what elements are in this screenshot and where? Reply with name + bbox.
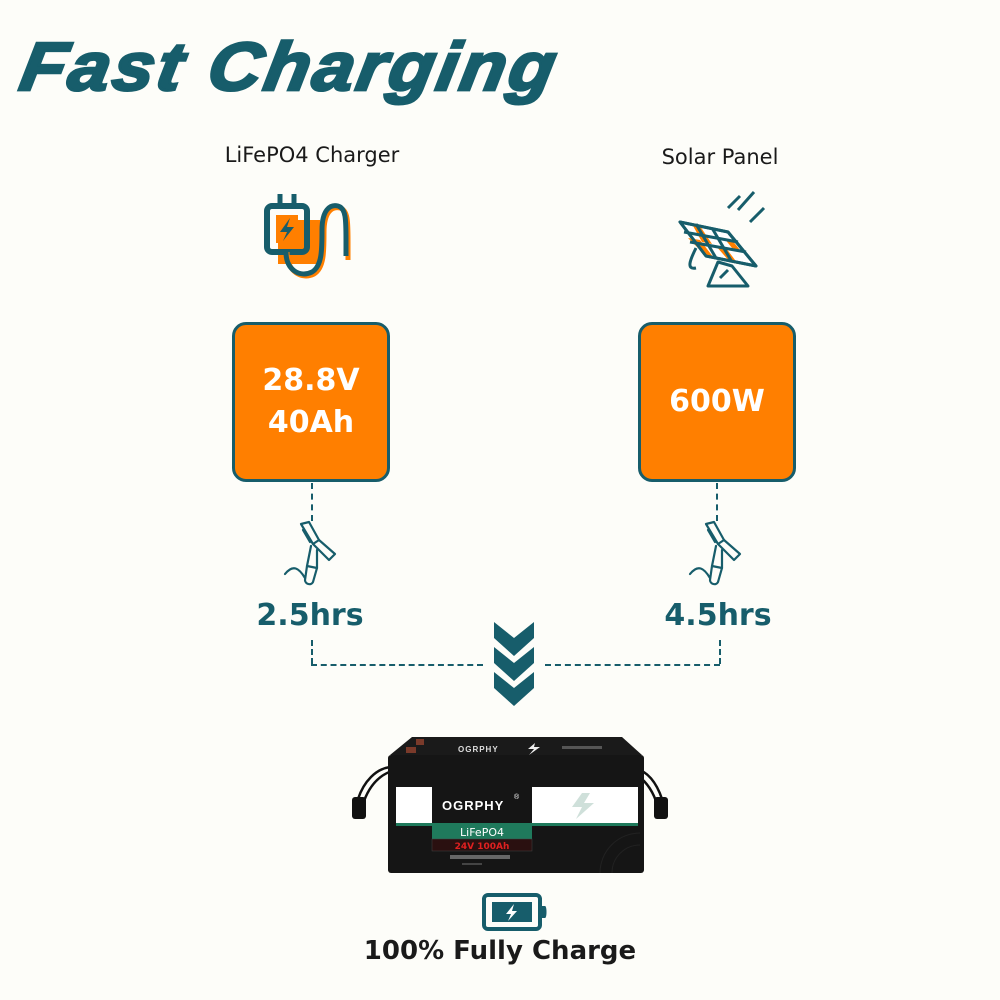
battery-rating: 24V 100Ah: [455, 842, 510, 852]
fully-charged-label: 100% Fully Charge: [363, 936, 637, 966]
charger-voltage: 28.8V: [262, 363, 360, 398]
merge-line-left-v: [311, 640, 313, 664]
solar-panel-icon: [668, 190, 768, 290]
battery-brand: OGRPHY: [442, 798, 504, 813]
battery-registered: ®: [514, 793, 520, 801]
clamp-icon: [688, 520, 748, 590]
merge-line-left-h: [311, 664, 483, 666]
solar-charge-time: 4.5hrs: [664, 598, 772, 633]
connector-line: [311, 483, 313, 521]
merge-line-right-h: [545, 664, 720, 666]
battery-chemistry: LiFePO4: [460, 826, 504, 839]
solar-label: Solar Panel: [661, 145, 779, 169]
battery-charging-icon: [482, 893, 550, 931]
charger-spec-box: 28.8V 40Ah: [232, 322, 390, 482]
merge-line-right-v: [719, 640, 721, 664]
chevron-down-icon: [494, 622, 534, 706]
svg-text:OGRPHY: OGRPHY: [458, 745, 499, 754]
battery-product-image: OGRPHY OGRPHY ® LiFePO4 24V 100Ah: [350, 725, 670, 875]
charger-current: 40Ah: [267, 405, 355, 440]
clamp-icon: [283, 520, 343, 590]
charger-charge-time: 2.5hrs: [256, 598, 364, 633]
page-title: Fast Charging: [13, 27, 566, 106]
connector-line: [716, 483, 718, 521]
solar-wattage: 600W: [669, 384, 765, 419]
solar-spec-box: 600W: [638, 322, 796, 482]
charger-label: LiFePO4 Charger: [224, 143, 400, 167]
charger-icon: [262, 192, 358, 288]
